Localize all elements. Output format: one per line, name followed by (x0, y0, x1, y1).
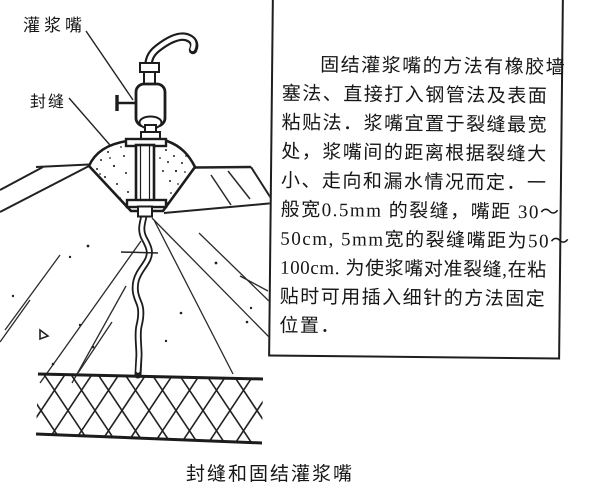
pipe-tip (137, 205, 153, 218)
text-line: 位置． (279, 315, 342, 338)
text-line: 处，浆嘴间的距离根据裂缝大 (281, 141, 548, 166)
wall-hatching (0, 170, 273, 384)
wall-surface-edges (0, 163, 275, 214)
text-line: 100cm. 为使浆嘴对准裂缝,在粘 (279, 257, 547, 282)
grouting-nozzle-diagram: 灌浆嘴 封缝 (0, 16, 275, 445)
text-line: 小、走向和漏水情况而定．一 (280, 170, 548, 195)
text-line: 50cm, 5mm宽的裂缝嘴距为50～ (280, 228, 571, 253)
text-line: 般宽0.5mm 的裂缝，嘴距 30～ (280, 199, 561, 224)
figure-caption: 封缝和固结灌浆嘴 (185, 464, 354, 485)
text-line: 塞法、直接打入钢管法及表面 (281, 83, 549, 108)
label-grouting-nozzle: 灌浆嘴 (23, 16, 86, 35)
grouting-nozzle (115, 32, 199, 218)
leader-lines (68, 30, 134, 153)
tube-collar (139, 62, 160, 73)
label-seal-crack: 封缝 (30, 93, 66, 111)
delivery-tube (143, 32, 199, 77)
injection-pipe (134, 143, 156, 204)
crack (120, 208, 159, 379)
text-line: 固结灌浆嘴的方法有橡胶墙 (320, 54, 567, 79)
concrete-specks (11, 244, 253, 366)
text-line: 粘贴法．浆嘴宜置于裂缝最宽 (281, 112, 549, 137)
foundation-band (35, 372, 264, 445)
crack-tick (120, 251, 159, 254)
description-box: 固结灌浆嘴的方法有橡胶墙 塞法、直接打入钢管法及表面 粘贴法．浆嘴宜置于裂缝最宽… (268, 0, 571, 360)
text-line: 贴时可用插入细针的方法固定 (279, 286, 547, 311)
